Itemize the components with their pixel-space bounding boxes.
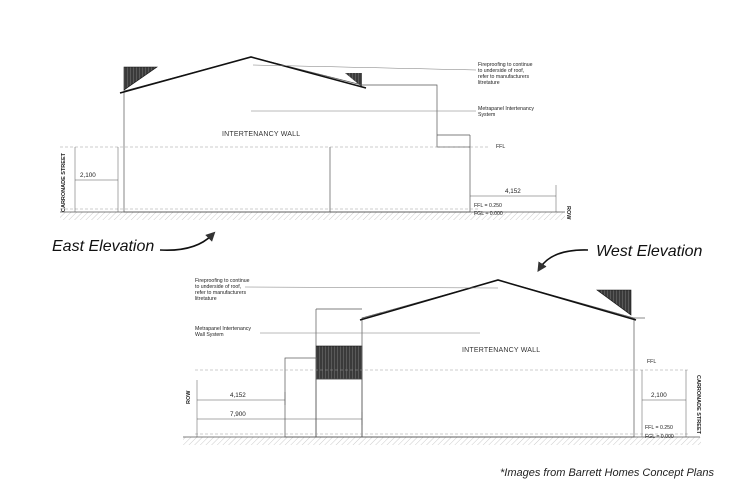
west-dim-right: 2,100 [651, 392, 667, 399]
east-arrow [159, 231, 216, 252]
east-ffl-marker: FFL [496, 144, 505, 150]
svg-text:Fireproofing to continue: Fireproofing to continue [478, 62, 533, 68]
east-dim-right: 4,152 [505, 188, 521, 195]
svg-text:to underside of roof,: to underside of roof, [478, 68, 524, 74]
svg-text:to underside of roof,: to underside of roof, [195, 284, 241, 290]
east-roof-dark-section [123, 66, 158, 91]
east-ffl-value: FFL = 0.250 [474, 203, 502, 209]
svg-text:Fireproofing to continue: Fireproofing to continue [195, 278, 250, 284]
west-dim-b: 7,900 [230, 411, 246, 418]
east-ground [60, 212, 565, 220]
west-metrapanel-note: Metrapanel Intertenancy Wall System [195, 326, 251, 338]
west-wall-label: INTERTENANCY WALL [462, 347, 540, 354]
svg-text:litretature: litretature [478, 80, 500, 86]
east-street-label: CARRONADE STREET [61, 152, 67, 212]
image-credit: *Images from Barrett Homes Concept Plans [500, 467, 714, 479]
west-arrow [537, 249, 589, 273]
west-dim-a: 4,152 [230, 392, 246, 399]
west-row-label: ROW [186, 390, 192, 404]
west-elevation: INTERTENANCY WALL FFL Fireproofing to co… [183, 243, 703, 445]
svg-text:litretature: litretature [195, 296, 217, 302]
west-roof-line [359, 279, 637, 321]
west-dark-box [315, 345, 363, 380]
svg-text:Metrapanel Intertenancy: Metrapanel Intertenancy [195, 326, 251, 332]
east-dim-left: 2,100 [80, 172, 96, 179]
svg-text:refer to manufacturers: refer to manufacturers [195, 290, 246, 296]
svg-text:refer to manufacturers: refer to manufacturers [478, 74, 529, 80]
west-ffl-value: FFL = 0.250 [645, 425, 673, 431]
east-row-label: ROW [565, 206, 571, 220]
west-roof-dark-section [596, 289, 632, 316]
west-elevation-title: West Elevation [596, 243, 703, 260]
west-fireproof-note: Fireproofing to continue to underside of… [195, 278, 250, 302]
east-metrapanel-note: Metrapanel Intertenancy System [478, 106, 534, 118]
east-wall-label: INTERTENANCY WALL [222, 131, 300, 138]
west-street-label: CARRONADE STREET [695, 375, 701, 435]
east-roof-line [119, 56, 367, 94]
east-elevation: INTERTENANCY WALL FFL Fireproofing to co… [52, 56, 571, 255]
east-fgl-value: FGL = 0.000 [474, 211, 503, 217]
svg-text:Metrapanel Intertenancy: Metrapanel Intertenancy [478, 106, 534, 112]
west-ffl-marker: FFL [647, 359, 656, 365]
svg-text:System: System [478, 112, 495, 118]
east-elevation-title: East Elevation [52, 238, 154, 255]
west-fgl-value: FGL = 0.000 [645, 434, 674, 440]
west-ground [183, 437, 701, 445]
svg-text:Wall System: Wall System [195, 332, 224, 338]
west-intertenancy-wall [361, 279, 635, 438]
east-fireproof-note: Fireproofing to continue to underside of… [478, 62, 533, 86]
